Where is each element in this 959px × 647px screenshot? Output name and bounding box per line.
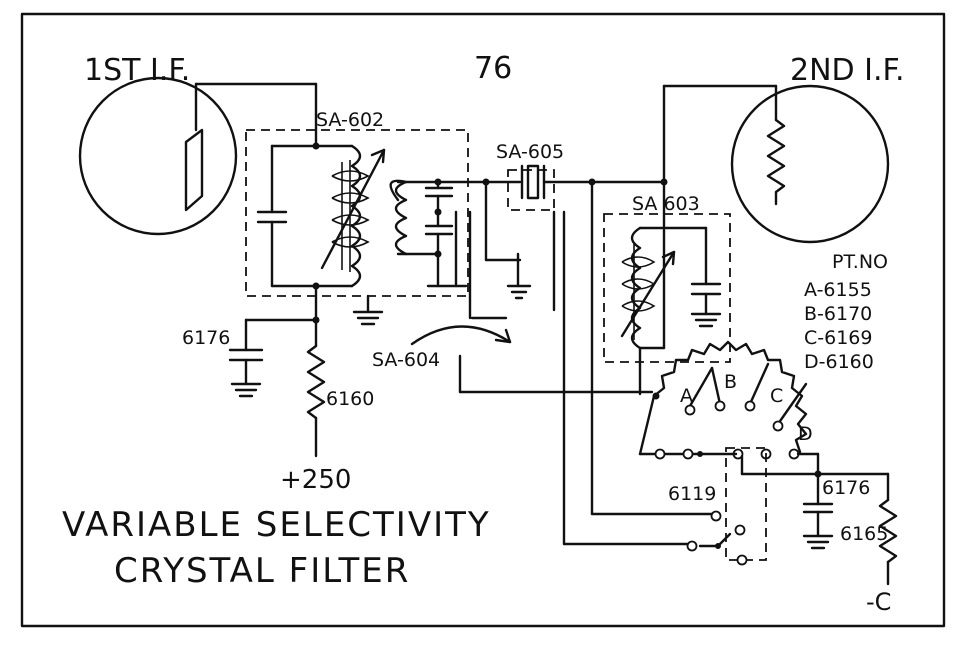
parts-item-a: A-6155	[804, 279, 872, 301]
switch-6119-label: 6119	[668, 483, 716, 505]
sa604-label: SA-604	[372, 349, 440, 371]
sa603-label: SA 603	[632, 193, 700, 215]
resistor-6165-label: 6165	[840, 523, 888, 545]
sa602-label: SA-602	[316, 109, 384, 131]
sa605-crystal	[426, 164, 666, 320]
title-line2: CRYSTAL FILTER	[114, 551, 410, 591]
switch-position-a: A	[680, 385, 693, 407]
capacitor-6176-label: 6176	[182, 327, 230, 349]
selectivity-switch: A B C D	[638, 340, 820, 561]
first-if-tube	[78, 76, 318, 236]
capacitor-6176b-label: 6176	[822, 477, 870, 499]
parts-item-c: C-6169	[804, 327, 872, 349]
first-if-label: 1ST I.F.	[84, 53, 190, 88]
parts-header: PT.NO	[832, 251, 888, 273]
sa605-label: SA-605	[496, 141, 564, 163]
page-number: 76	[474, 51, 512, 86]
resistor-6160-label: 6160	[326, 388, 374, 410]
diagram-frame	[20, 12, 946, 628]
parts-item-d: D-6160	[804, 351, 874, 373]
switch-6119	[562, 180, 748, 566]
second-if-tube	[660, 84, 890, 244]
switch-position-d: D	[798, 423, 813, 445]
switch-position-c: C	[770, 385, 783, 407]
sa602-transformer	[245, 129, 469, 297]
supply-label: +250	[280, 465, 351, 495]
parts-item-b: B-6170	[804, 303, 872, 325]
supply-network	[228, 284, 326, 458]
bias-network	[802, 470, 898, 586]
title-line1: VARIABLE SELECTIVITY	[62, 505, 491, 545]
ground-symbol	[352, 294, 384, 326]
bias-label: -C	[866, 588, 891, 616]
sa603-transformer	[603, 213, 731, 396]
second-if-label: 2ND I.F.	[790, 53, 905, 88]
switch-position-b: B	[724, 371, 737, 393]
sa604-arrow	[410, 325, 654, 394]
